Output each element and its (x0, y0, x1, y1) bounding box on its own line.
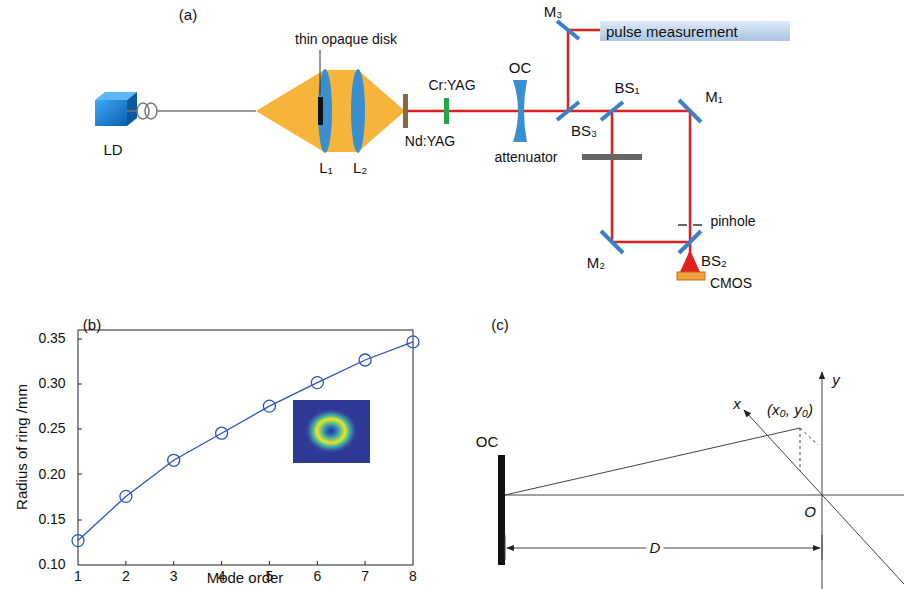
part-label: 0.30 (38, 376, 65, 391)
part-label: M₂ (587, 255, 605, 272)
part-label: BS₂ (701, 253, 727, 270)
part-label: 0.10 (38, 557, 65, 572)
part-label: (x₀, y₀) (764, 402, 816, 419)
chart (72, 330, 419, 565)
part-label: y (832, 372, 840, 389)
part-label: M₁ (705, 89, 723, 106)
part-label: 0.35 (38, 331, 65, 346)
part-label: attenuator (494, 150, 557, 165)
part-label: 2 (122, 569, 130, 584)
instrument-box: pulse measurement (600, 21, 790, 41)
part-label: Mode order (207, 570, 284, 587)
part-label: thin opaque disk (295, 32, 397, 47)
part-label: x (733, 396, 741, 413)
part-label: Nd:YAG (405, 134, 455, 149)
part-label: 3 (170, 569, 178, 584)
part-label: (a) (179, 7, 197, 24)
part-label: M₃ (544, 4, 563, 21)
part-label: L₁ (319, 160, 332, 177)
part-label: 0.15 (38, 512, 65, 527)
part-label: pinhole (710, 214, 755, 229)
part-label: BS₃ (571, 123, 597, 140)
part-label: LD (103, 142, 122, 159)
part-label: Cr:YAG (428, 78, 475, 93)
setup (95, 21, 705, 280)
part-label: L₂ (353, 160, 367, 177)
part-label: 6 (313, 569, 321, 584)
part-label: BS₁ (614, 80, 639, 97)
part-label: OC (509, 60, 532, 77)
box-text: pulse measurement (606, 23, 738, 40)
part-label: CMOS (710, 276, 752, 291)
part-label: 1 (74, 569, 82, 584)
part-label: (b) (83, 317, 101, 334)
part-label: Radius of ring /mm (14, 384, 31, 510)
part-label: D (647, 540, 664, 557)
part-label: (c) (491, 317, 509, 334)
geometry (498, 372, 904, 589)
part-label: 7 (361, 569, 369, 584)
part-label: 0.20 (38, 467, 65, 482)
part-label: 8 (409, 569, 417, 584)
part-label: O (804, 504, 816, 521)
part-label: 0.25 (38, 422, 65, 437)
part-label: OC (476, 434, 499, 451)
